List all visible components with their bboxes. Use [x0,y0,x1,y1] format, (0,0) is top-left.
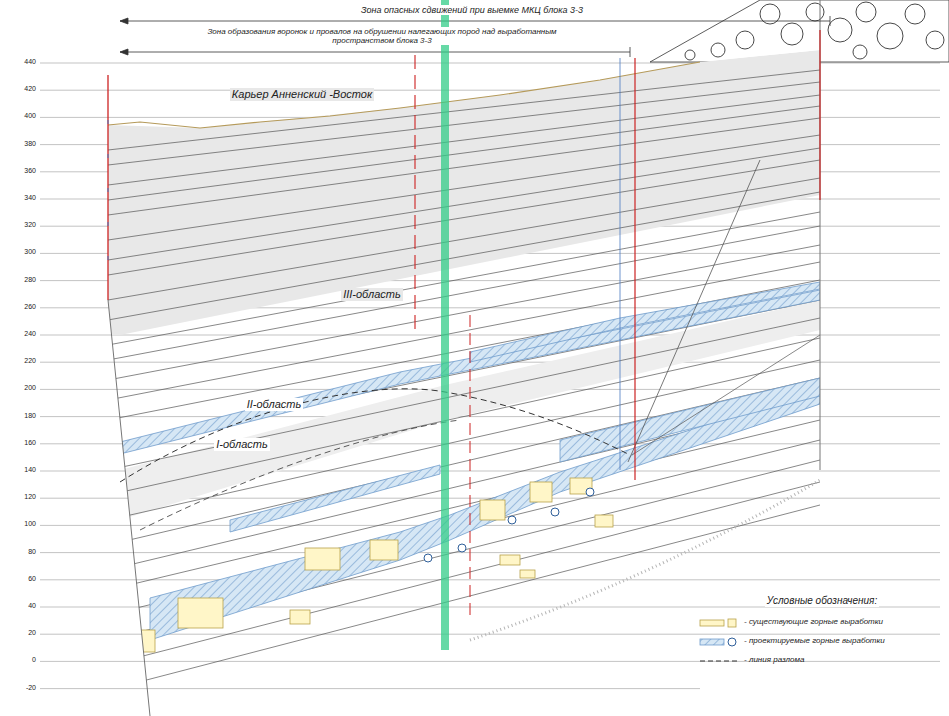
borehole-line [819,30,820,200]
borehole-line [634,58,635,480]
borehole-line [108,120,109,280]
projected-working [424,488,594,562]
elevation-number: 380 [6,140,36,148]
section-border [108,300,150,716]
elevation-number: 220 [6,357,36,365]
annotation-label: Карьер Анненский -Восток [230,88,374,101]
elevation-number: 140 [6,466,36,474]
legend-text: - проектируемые горные выработки [744,636,885,645]
elevation-number: 40 [6,602,36,610]
elevation-number: 80 [6,548,36,556]
elevation-number: 360 [6,167,36,175]
elevation-number: 420 [6,85,36,93]
annotation-label: Зона образования воронок и провалов на о… [185,27,579,45]
elevation-number: 120 [6,493,36,501]
strata-shading [108,50,820,335]
annotation-label: II-область [245,398,304,411]
annotation-label: Условные обозначения: [765,595,879,607]
elevation-number: 300 [6,248,36,256]
legend-text: - существующие горные выработки [744,617,883,626]
shear-line [632,335,820,455]
borehole-line [470,315,471,620]
elevation-number: 240 [6,330,36,338]
elevation-number: 60 [6,575,36,583]
elevation-number: 0 [6,656,36,664]
borehole-line [107,75,108,300]
elevation-number: 100 [6,520,36,528]
elevation-number: 160 [6,439,36,447]
annotation-label: I-область [214,438,270,451]
annotation-label: Зона опасных сдвижений при выемке МКЦ бл… [359,5,585,15]
elevation-number: 280 [6,276,36,284]
legend-text: - линия разлома [744,655,804,664]
shear-line [628,160,760,462]
ore-seam [120,282,820,640]
annotation-label: III-область [341,288,403,301]
mine-working [130,478,613,652]
section-marker [441,0,449,650]
fault-line [120,389,630,482]
strata-line [108,70,820,690]
fault-line [140,420,460,530]
borehole-line [414,55,415,335]
elevation-number: 440 [6,58,36,66]
zone-arrow [120,16,830,57]
elevation-number: -20 [6,684,36,692]
elevation-number: 400 [6,112,36,120]
elevation-number: 320 [6,221,36,229]
elevation-number: 340 [6,194,36,202]
legend-sample [700,619,738,661]
elevation-number: 180 [6,412,36,420]
elevation-number: 20 [6,629,36,637]
borehole-line [620,58,621,470]
quarry-surface [108,62,700,128]
elevation-number: 260 [6,303,36,311]
elevation-number: 200 [6,384,36,392]
section-border [820,0,821,470]
stipple-band [470,480,820,640]
